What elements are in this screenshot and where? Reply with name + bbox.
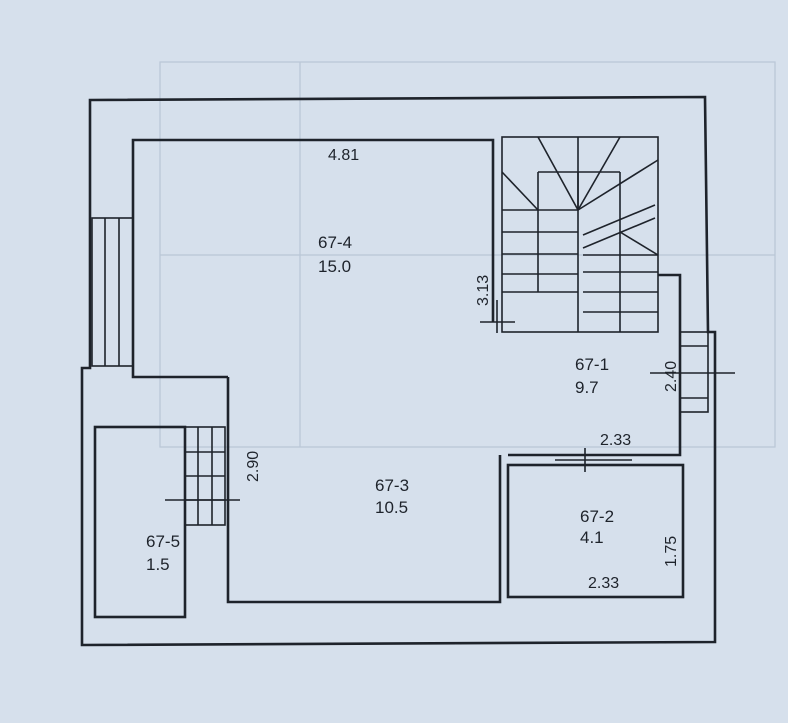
dim-stair-height: 3.13 xyxy=(475,275,492,306)
room-67-2-id: 67-2 xyxy=(580,507,614,526)
dim-hall-bottom: 2.33 xyxy=(600,432,631,449)
room-67-5-id: 67-5 xyxy=(146,532,180,551)
room-67-5-outline xyxy=(93,425,187,619)
dimension-ticks xyxy=(165,300,735,501)
room-67-4-outline xyxy=(131,138,495,379)
room-67-2-outline xyxy=(506,463,685,599)
dim-room2-height: 1.75 xyxy=(663,536,680,567)
room-67-3-area: 10.5 xyxy=(375,498,408,517)
room-67-3-outline xyxy=(226,377,502,604)
room-67-3-id: 67-3 xyxy=(375,476,409,495)
small-stair xyxy=(184,426,226,526)
room-67-5-area: 1.5 xyxy=(146,555,170,574)
room-67-1-id: 67-1 xyxy=(575,355,609,374)
outer-wall xyxy=(80,95,717,647)
dim-room2-width: 2.33 xyxy=(588,575,619,592)
background-ghost-lines xyxy=(159,61,776,448)
window-left xyxy=(91,217,134,367)
room-67-1-area: 9.7 xyxy=(575,378,599,397)
room-67-4-area: 15.0 xyxy=(318,257,351,276)
room-67-4-id: 67-4 xyxy=(318,233,352,252)
dim-hall-width: 2.40 xyxy=(663,361,680,392)
dim-left-height: 2.90 xyxy=(245,451,262,482)
window-right xyxy=(679,331,709,413)
main-staircase xyxy=(501,136,659,333)
room-67-2-area: 4.1 xyxy=(580,528,604,547)
dim-top-width: 4.81 xyxy=(328,147,359,164)
